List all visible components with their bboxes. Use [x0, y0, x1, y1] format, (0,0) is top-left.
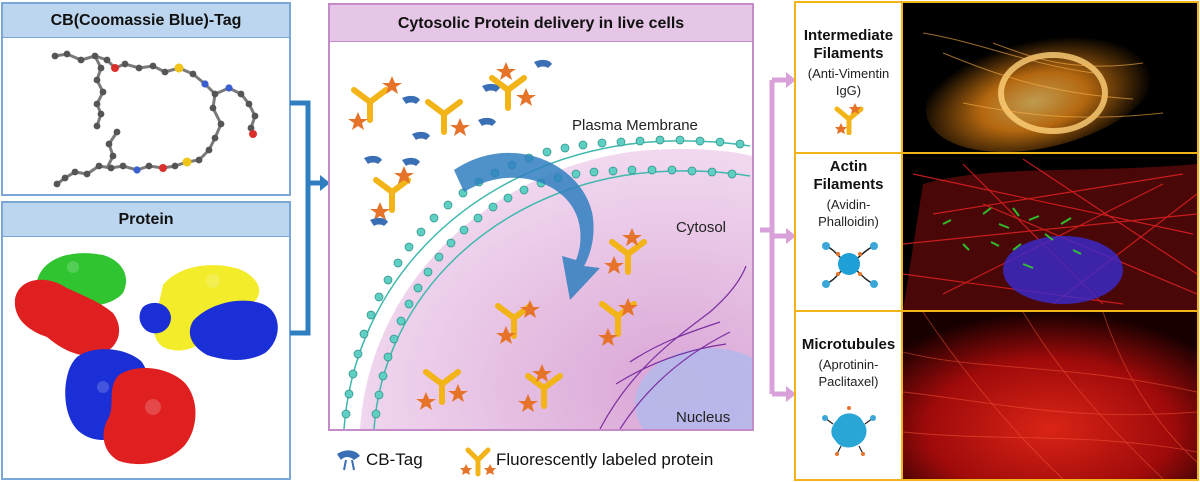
plasma-membrane-icon [341, 135, 751, 429]
cb-tag-title: CB(Coomassie Blue)-Tag [3, 4, 289, 38]
row-divider [796, 310, 1197, 312]
row-title: Microtubules [801, 336, 896, 353]
avidin-phalloidin-icon [821, 242, 878, 288]
row-title: Intermediate Filaments [803, 27, 894, 62]
actin-fluorescence-image [903, 154, 1197, 310]
cb-tag-panel: CB(Coomassie Blue)-Tag [1, 2, 291, 196]
vimentin-fluorescence-image [903, 3, 1197, 152]
row-title: Actin Filaments [813, 158, 884, 193]
row-label-box: Microtubules (Aprotinin- Paclitaxel) [796, 312, 903, 479]
cb-tag-molecule-icon [51, 50, 259, 188]
row-label-box: Actin Filaments (Avidin- Phalloidin) [796, 154, 903, 310]
bracket-arrow-icon [290, 100, 330, 336]
nucleus-shape [635, 348, 752, 429]
microtubule-fluorescence-image [903, 312, 1197, 479]
cytosol-label: Cytosol [676, 219, 727, 236]
center-title: Cytosolic Protein delivery in live cells [330, 5, 752, 42]
protein-panel: Protein [1, 201, 291, 480]
antibody-surface-model-icon [14, 253, 278, 465]
legend: CB-Tag Fluorescently labeled protein [330, 440, 760, 480]
row-actin-filaments: Actin Filaments (Avidin- Phalloidin) [796, 154, 1197, 310]
legend-cb-tag-icon [337, 450, 360, 471]
cb-tag-icon [364, 59, 552, 226]
aprotinin-paclitaxel-icon [821, 406, 876, 456]
right-bracket-arrows [760, 72, 796, 402]
star-fluorophore-icon [348, 62, 642, 412]
row-divider [796, 152, 1197, 154]
plasma-membrane-label: Plasma Membrane [572, 117, 698, 134]
protein-title: Protein [3, 203, 289, 237]
row-subtitle: (Aprotinin- Paclitaxel) [818, 357, 879, 389]
antibody-icon [834, 103, 863, 135]
row-intermediate-filaments: Intermediate Filaments (Anti-Vimentin Ig… [796, 3, 1197, 152]
curved-arrow-icon [454, 152, 600, 300]
applications-panel: Intermediate Filaments (Anti-Vimentin Ig… [794, 1, 1199, 481]
nucleus-label: Nucleus [676, 409, 731, 426]
row-subtitle: (Avidin- Phalloidin) [818, 197, 879, 229]
cytosolic-delivery-panel: Cytosolic Protein delivery in live cells [328, 3, 754, 431]
row-subtitle: (Anti-Vimentin IgG) [807, 66, 890, 98]
antibody-icon [351, 75, 647, 409]
legend-cb-tag-label: CB-Tag [366, 450, 423, 469]
legend-antibody-icon [460, 447, 496, 477]
cell-illustration [341, 59, 752, 429]
row-label-box: Intermediate Filaments (Anti-Vimentin Ig… [796, 3, 903, 152]
legend-fluor-label: Fluorescently labeled protein [496, 450, 714, 469]
row-microtubules: Microtubules (Aprotinin- Paclitaxel) [796, 312, 1197, 479]
